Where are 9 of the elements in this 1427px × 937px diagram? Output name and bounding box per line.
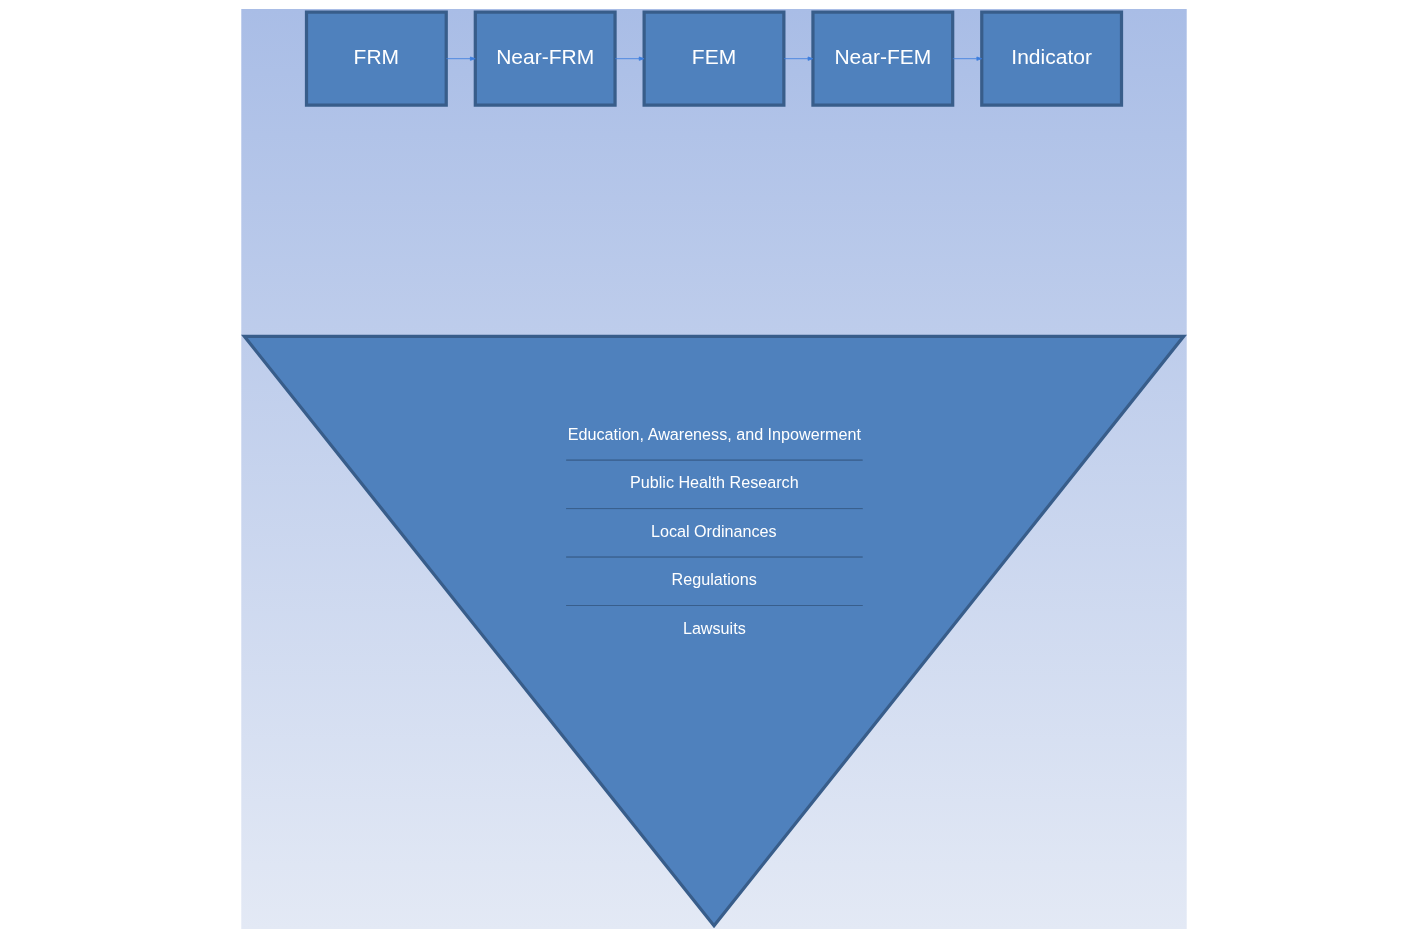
arrow — [614, 56, 644, 61]
arrow — [783, 56, 813, 61]
node-box: Near-FEM — [810, 10, 954, 107]
node-box: Indicator — [979, 10, 1123, 107]
node-box: FRM — [304, 10, 448, 107]
node-box: FEM — [642, 10, 785, 107]
arrow — [445, 56, 476, 61]
arrow — [951, 56, 982, 61]
node-box: Near-FRM — [473, 10, 617, 107]
